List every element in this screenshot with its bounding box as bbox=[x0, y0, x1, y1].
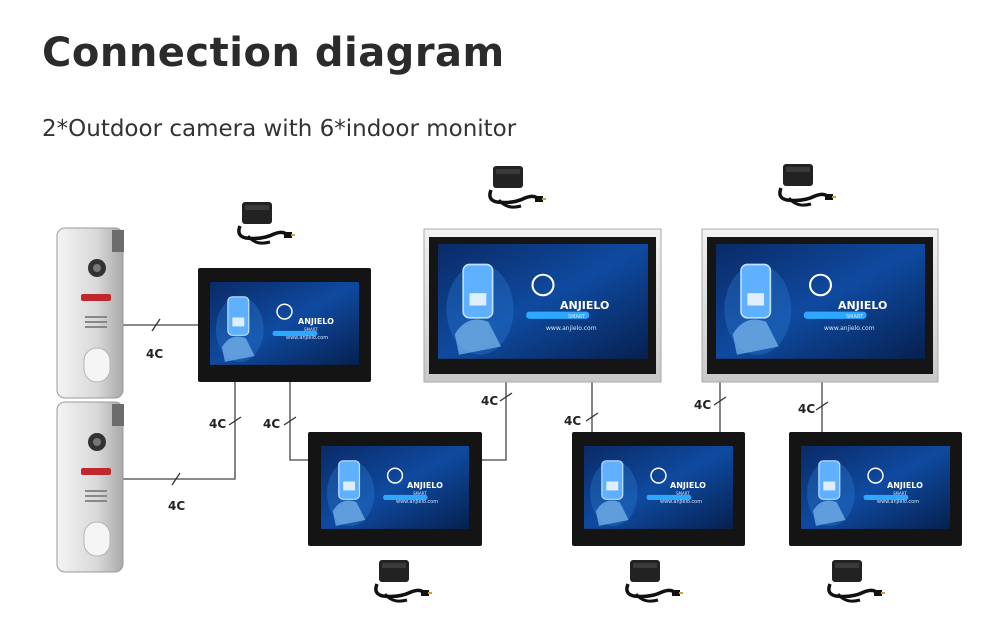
screen-brand-sub: SMART bbox=[413, 491, 427, 496]
indoor-monitor-2: ANJIELO SMART www.anjielo.com bbox=[423, 228, 662, 383]
screen-brand-sub: SMART bbox=[568, 314, 586, 320]
page-title: Connection diagram bbox=[42, 30, 505, 76]
indoor-monitor-3: ANJIELO SMART www.anjielo.com bbox=[701, 228, 939, 383]
indoor-monitor-1: ANJIELO SMART www.anjielo.com bbox=[198, 268, 371, 382]
wire-label-4c: 4C bbox=[146, 347, 163, 361]
screen-brand: ANJIELO bbox=[838, 299, 887, 312]
screen-url: www.anjielo.com bbox=[396, 499, 438, 505]
wire-label-4c: 4C bbox=[481, 394, 498, 408]
screen-brand-sub: SMART bbox=[893, 491, 907, 496]
screen-url: www.anjielo.com bbox=[546, 325, 597, 332]
screen-url: www.anjielo.com bbox=[286, 335, 328, 341]
screen-brand: ANJIELO bbox=[670, 481, 706, 490]
screen-brand: ANJIELO bbox=[407, 481, 443, 490]
power-adapter-icon bbox=[625, 558, 685, 603]
indoor-monitor-6: ANJIELO SMART www.anjielo.com bbox=[789, 432, 962, 546]
power-adapter-icon bbox=[488, 164, 548, 209]
wire-label-4c: 4C bbox=[209, 417, 226, 431]
indoor-monitor-4: ANJIELO SMART www.anjielo.com bbox=[308, 432, 482, 546]
screen-brand-sub: SMART bbox=[676, 491, 690, 496]
screen-brand: ANJIELO bbox=[887, 481, 923, 490]
screen-brand: ANJIELO bbox=[298, 317, 334, 326]
power-adapter-icon bbox=[374, 558, 434, 603]
wire-label-4c: 4C bbox=[168, 499, 185, 513]
screen-brand-sub: SMART bbox=[304, 327, 318, 332]
wire-label-4c: 4C bbox=[694, 398, 711, 412]
screen-brand: ANJIELO bbox=[560, 299, 609, 312]
outdoor-camera-2 bbox=[56, 401, 124, 573]
power-adapter-icon bbox=[778, 162, 838, 207]
screen-brand-sub: SMART bbox=[846, 314, 864, 320]
wire-label-4c: 4C bbox=[263, 417, 280, 431]
wire-labels: 4C 4C 4C 4C 4C 4C 4C 4C bbox=[146, 347, 815, 513]
power-adapter-icon bbox=[827, 558, 887, 603]
power-adapter-icon bbox=[237, 200, 297, 245]
page-subtitle: 2*Outdoor camera with 6*indoor monitor bbox=[42, 116, 517, 142]
wire-label-4c: 4C bbox=[798, 402, 815, 416]
wiring bbox=[122, 318, 829, 486]
outdoor-camera-1 bbox=[56, 227, 124, 399]
screen-url: www.anjielo.com bbox=[824, 325, 875, 332]
indoor-monitor-5: ANJIELO SMART www.anjielo.com bbox=[572, 432, 745, 546]
wire-label-4c: 4C bbox=[564, 414, 581, 428]
screen-url: www.anjielo.com bbox=[877, 499, 919, 505]
screen-url: www.anjielo.com bbox=[660, 499, 702, 505]
